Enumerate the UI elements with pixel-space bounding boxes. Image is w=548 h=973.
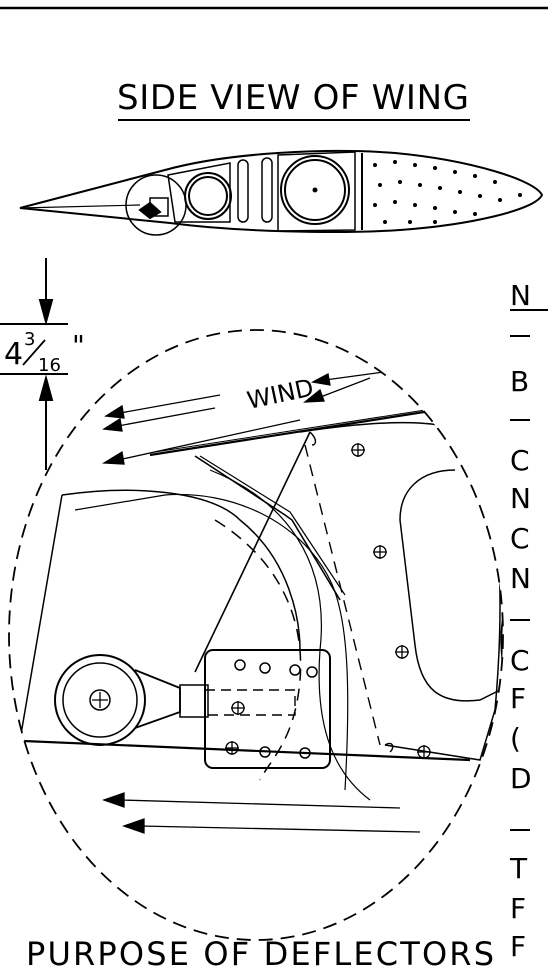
note-letter-1: N xyxy=(510,279,531,312)
hinge-block-small xyxy=(149,197,169,217)
note-letter-6: N xyxy=(510,562,531,595)
hinge-inner xyxy=(62,662,138,738)
spar-left xyxy=(61,489,301,651)
dim-numerator: 3 xyxy=(24,329,35,350)
note-letter-4: N xyxy=(510,482,531,515)
detail-circle-large xyxy=(8,329,504,941)
mount-slot xyxy=(204,689,296,716)
strut-dashed xyxy=(304,444,381,746)
dim-whole: 4 xyxy=(4,337,23,372)
note-letter-7: C xyxy=(510,644,530,677)
rib-2 xyxy=(261,157,273,223)
deflector-plate-2 xyxy=(199,455,346,596)
dim-fraction-bar xyxy=(22,339,46,366)
notes-column: N B C N C N C F ( D T F F xyxy=(509,279,548,963)
plate-holes xyxy=(234,659,318,759)
note-letter-13: F xyxy=(510,930,526,963)
airfoil-outline xyxy=(19,150,544,233)
spar-left-2 xyxy=(74,493,349,791)
hinge-outer xyxy=(54,654,146,746)
rib-1 xyxy=(237,159,249,223)
note-letter-10: D xyxy=(510,762,532,795)
note-letter-2: B xyxy=(510,365,529,398)
tube-2-center xyxy=(312,187,318,193)
note-letter-9: ( xyxy=(510,722,521,755)
note-letter-11: T xyxy=(509,852,528,885)
caption: PURPOSE OF DEFLECTORS xyxy=(26,935,494,973)
wind-label: WIND xyxy=(245,373,317,414)
tube-edge xyxy=(500,579,503,691)
note-letter-12: F xyxy=(510,892,526,925)
hinge-bolt xyxy=(89,689,111,711)
lower-skin xyxy=(9,738,471,762)
hook-top xyxy=(309,431,317,446)
tube-1-inner xyxy=(188,176,228,216)
spar-box-1 xyxy=(167,162,231,223)
trailing-edge-hatch xyxy=(373,160,522,224)
dimension-marker: 4 3 16 " xyxy=(0,258,85,470)
left-edge xyxy=(19,494,63,741)
rivets xyxy=(225,421,467,759)
note-letter-8: F xyxy=(510,682,526,715)
note-letter-3: C xyxy=(510,444,530,477)
title: SIDE VIEW OF WING xyxy=(117,78,469,118)
airflow-curve xyxy=(209,469,371,801)
hinge-lug xyxy=(179,684,209,718)
upper-skin-inner xyxy=(154,402,471,453)
airfoil-chord-line xyxy=(19,204,141,209)
wind-arrows-top xyxy=(101,371,385,465)
note-letter-5: C xyxy=(510,522,530,555)
wind-arrows-bottom xyxy=(102,792,421,834)
dim-unit: " xyxy=(72,329,85,362)
spar-box-2 xyxy=(277,151,356,232)
deflector-plate xyxy=(194,455,341,601)
tube-2-inner xyxy=(284,159,346,221)
strut xyxy=(194,431,311,673)
tube-2-outer xyxy=(280,155,350,225)
hook-bottom xyxy=(384,742,394,753)
detail-view: WIND xyxy=(8,329,504,941)
tube-1-outer xyxy=(184,172,232,220)
airfoil-side-view xyxy=(19,150,544,236)
dim-denominator: 16 xyxy=(38,355,61,376)
rib-cutout xyxy=(399,469,501,702)
dim-arrow-down xyxy=(38,299,54,326)
